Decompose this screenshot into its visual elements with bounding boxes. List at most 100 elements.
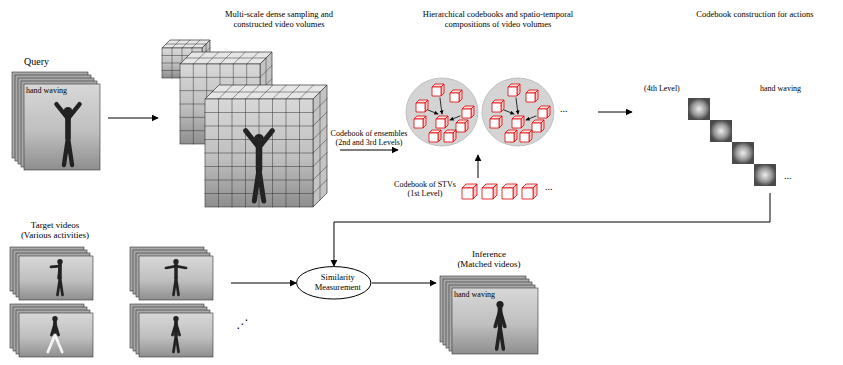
similarity-ellipse: Similarity Measurement: [296, 266, 371, 300]
connector-arrow: [334, 193, 770, 266]
video-frame: [19, 313, 93, 357]
cube-front: [414, 119, 423, 128]
stv-cube: [432, 84, 444, 96]
action-patch: [754, 164, 776, 186]
person-leg: [500, 326, 503, 349]
cube-side: [529, 130, 532, 142]
person-head: [496, 301, 503, 308]
action-patches: [688, 98, 776, 186]
cube-side: [493, 184, 497, 199]
grid-line: [186, 58, 266, 59]
cube-front: [520, 133, 529, 142]
stv-cube: [414, 116, 426, 128]
cube-front: [505, 133, 514, 142]
video-frame: [139, 256, 213, 300]
stv-cube: [522, 184, 537, 199]
person-figure: [166, 259, 186, 295]
person-figure: [495, 301, 505, 349]
grid-line: [272, 99, 273, 207]
person-head: [64, 107, 73, 116]
ensemble-cluster: [482, 78, 554, 146]
cube-side: [521, 116, 524, 128]
cube-front: [522, 188, 533, 199]
person-arm: [166, 266, 176, 268]
person-leg: [60, 278, 63, 295]
cube-side: [501, 100, 504, 112]
volume-top: [180, 52, 272, 64]
stv-cube: [532, 120, 544, 132]
volume-top: [205, 85, 327, 99]
video-frame: [452, 288, 538, 354]
connector-arrow: [340, 150, 398, 151]
connector-arrow: [478, 155, 479, 178]
person-head: [173, 316, 178, 321]
ensemble-arrow: [504, 110, 514, 114]
video-frame: [19, 256, 93, 300]
action-patch: [732, 142, 754, 164]
action-codebook: Codebook construction for actions(4th Le…: [632, 8, 828, 193]
query-video: Queryhand waving: [8, 55, 108, 173]
person-head: [52, 316, 57, 321]
section-heading: Hierarchical codebooks and spatio-tempor…: [413, 10, 583, 30]
stv-cube: [492, 100, 504, 112]
edge-label: Codebook of ensembles (2nd and 3rd Level…: [330, 129, 408, 147]
cube-side: [465, 120, 468, 132]
process-label: Similarity Measurement: [311, 273, 365, 293]
person-arm: [59, 266, 60, 278]
person-arm: [500, 311, 505, 327]
stv-cube: [462, 184, 477, 199]
level-label: (4th Level): [644, 84, 680, 93]
video-stack: [12, 72, 100, 170]
cube-front: [444, 133, 453, 142]
ellipsis-mark: ...: [545, 181, 553, 192]
cube-front: [512, 119, 521, 128]
cube-front: [429, 133, 438, 142]
ensemble-arrow: [516, 98, 518, 114]
video-stack: [10, 304, 93, 357]
ellipse-outline: [297, 267, 371, 299]
video-volumes: Multi-scale dense sampling and construct…: [158, 8, 340, 218]
cube-front: [436, 119, 445, 128]
ensemble-cluster: [406, 78, 478, 146]
action-patch: [688, 98, 710, 120]
stv-codebook: Codebook of STVs (1st Level): [392, 178, 552, 214]
person-figure: [56, 104, 79, 165]
cube-side: [459, 90, 462, 102]
cube-front: [532, 123, 541, 132]
connector-arrow: [598, 112, 632, 113]
stv-cube: [436, 116, 448, 128]
connector-arrow: [231, 283, 296, 284]
stv-cube: [416, 100, 428, 112]
action-tag: hand waving: [26, 86, 67, 95]
video-stack: [130, 247, 213, 300]
connector-arrow: [372, 283, 436, 284]
cube-side: [471, 106, 474, 118]
target-videos: Target videos (Various activities): [6, 218, 231, 362]
panel-heading: Inference (Matched videos): [454, 249, 524, 270]
person-figure: [51, 259, 63, 295]
cube-side: [533, 184, 537, 199]
grid-line: [320, 92, 321, 200]
cube-side: [499, 116, 502, 128]
connector-arrow: [108, 118, 158, 119]
cube-side: [473, 184, 477, 199]
cube-front: [492, 103, 501, 112]
stv-cube: [505, 130, 517, 142]
person-leg: [259, 170, 264, 201]
cube-front: [508, 87, 517, 96]
stv-cube: [450, 90, 462, 102]
section-heading: Multi-scale dense sampling and construct…: [220, 10, 338, 30]
person-arm: [55, 323, 59, 335]
video-stack: [440, 276, 538, 354]
stv-cube: [508, 84, 520, 96]
grid-line: [205, 193, 313, 194]
cube-front: [502, 188, 513, 199]
stv-cube: [538, 106, 550, 118]
cube-side: [445, 116, 448, 128]
volume-front: [205, 99, 313, 207]
matched-video: Inference (Matched videos)hand waving: [436, 248, 544, 358]
cube-side: [425, 100, 428, 112]
person-torso: [58, 264, 62, 278]
stv-cube: [512, 116, 524, 128]
